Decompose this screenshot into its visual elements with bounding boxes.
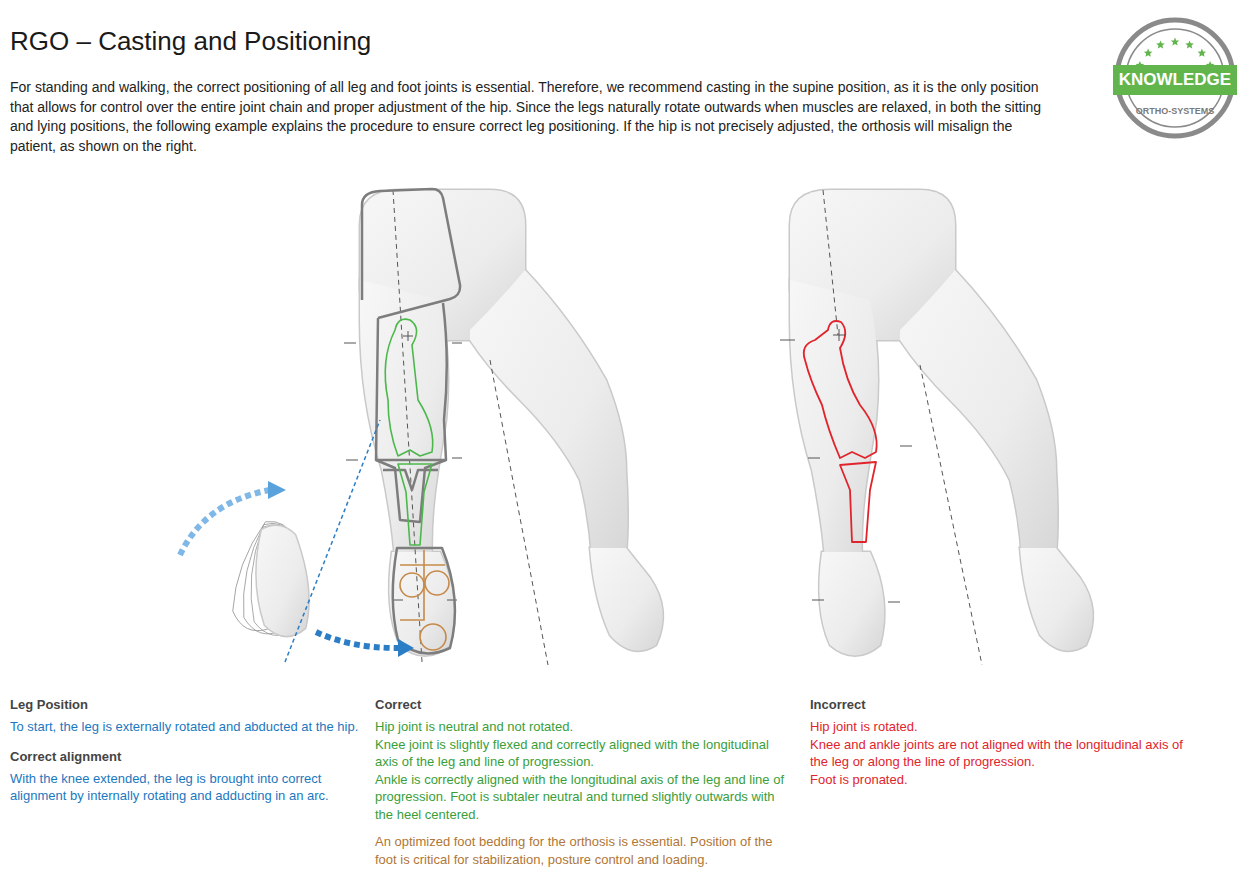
page-title: RGO – Casting and Positioning	[10, 26, 371, 57]
intro-text: For standing and walking, the correct po…	[10, 78, 1050, 156]
correct-note: Knee joint is slightly flexed and correc…	[375, 736, 785, 771]
section-heading: Leg Position	[10, 697, 360, 712]
incorrect-note: Foot is pronated.	[810, 771, 1185, 789]
text-column: IncorrectHip joint is rotated.Knee and a…	[810, 697, 1185, 788]
correct-note: Hip joint is neutral and not rotated.	[375, 718, 785, 736]
section-heading: Incorrect	[810, 697, 1185, 712]
correct-note: Ankle is correctly aligned with the long…	[375, 771, 785, 824]
knowledge-badge: KNOWLEDGE ORTHO-SYSTEMS	[1113, 16, 1237, 140]
foot-bedding-note: An optimized foot bedding for the orthos…	[375, 833, 785, 868]
badge-word: KNOWLEDGE	[1113, 69, 1237, 91]
section-heading: Correct alignment	[10, 749, 360, 764]
instruction-text: With the knee extended, the leg is broug…	[10, 770, 360, 805]
section-heading: Correct	[375, 697, 785, 712]
text-column: Leg Position To start, the leg is externa…	[10, 697, 360, 805]
text-column: For standing and walking, the correct po…	[10, 78, 1050, 156]
incorrect-note: Hip joint is rotated.	[810, 718, 1185, 736]
badge-brand: ORTHO-SYSTEMS	[1113, 106, 1237, 117]
incorrect-note: Knee and ankle joints are not aligned wi…	[810, 736, 1185, 771]
instruction-text: To start, the leg is externally rotated …	[10, 718, 360, 736]
text-column: CorrectHip joint is neutral and not rota…	[375, 697, 785, 868]
